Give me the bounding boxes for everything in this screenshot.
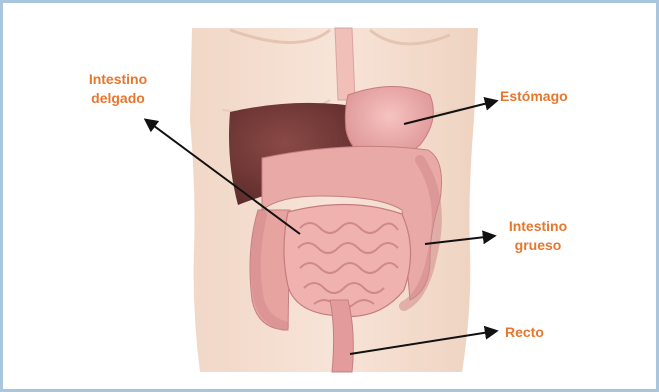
label-small-intestine-line2: delgado [70, 89, 166, 108]
label-large-intestine-line2: grueso [498, 236, 578, 255]
label-stomach: Estómago [500, 87, 590, 106]
label-rectum: Recto [505, 323, 565, 342]
rectum [330, 300, 353, 372]
label-large-intestine-line1: Intestino [498, 217, 578, 236]
label-small-intestine-line1: Intestino [70, 70, 166, 89]
label-large-intestine: Intestino grueso [498, 217, 578, 255]
label-small-intestine: Intestino delgado [70, 70, 166, 108]
esophagus [335, 28, 355, 100]
